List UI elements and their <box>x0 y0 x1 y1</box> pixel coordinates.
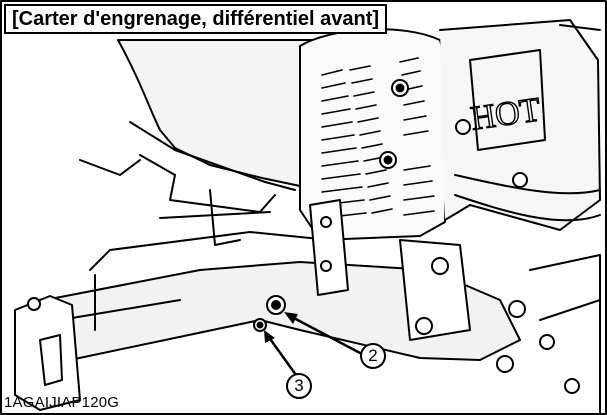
grille-slots <box>321 57 435 219</box>
figure-title: [Carter d'engrenage, différentiel avant] <box>4 4 388 34</box>
mounting-plate <box>399 239 471 341</box>
figure-code: 1AGAIJIAP120G <box>4 394 120 411</box>
callout-3: 3 <box>286 373 312 399</box>
leader-line-2 <box>288 314 364 356</box>
engine-hood-outline <box>117 39 313 187</box>
support-bracket <box>309 199 349 296</box>
hood-side-panel <box>139 154 276 213</box>
callout-2: 2 <box>360 343 386 369</box>
hood-lower-edge <box>129 121 296 191</box>
steering-knuckle <box>14 295 81 411</box>
grille-panel <box>299 28 449 241</box>
right-frame-panel <box>439 19 601 231</box>
leader-line-3 <box>266 334 298 377</box>
